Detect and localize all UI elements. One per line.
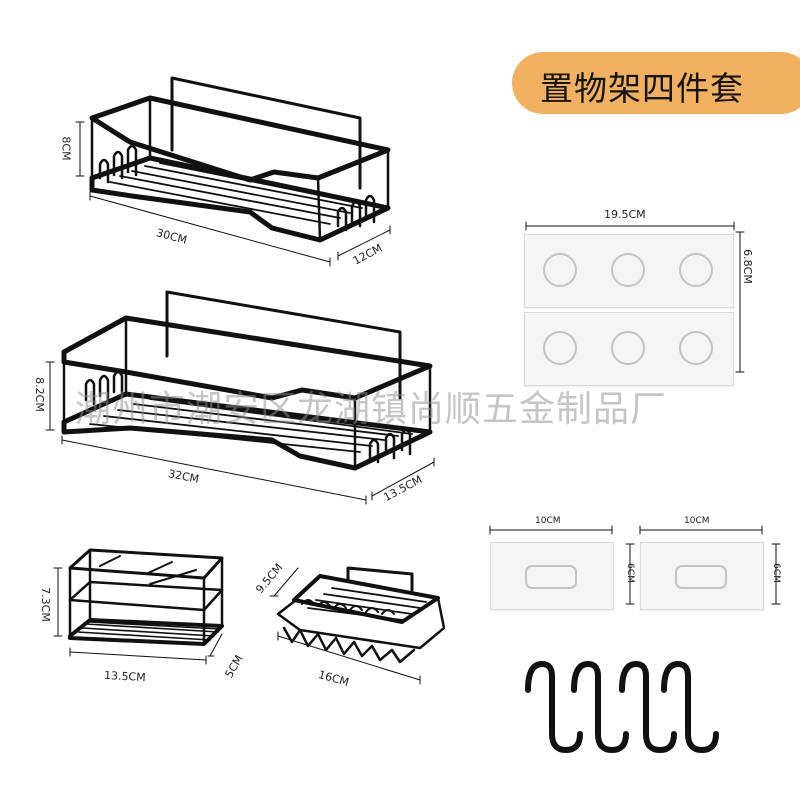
small-pad-right-height-label: 6CM <box>770 563 781 583</box>
title-badge <box>512 52 800 114</box>
watermark: 潮州市潮安区龙湖镇尚顺五金制品厂 <box>75 389 668 430</box>
shelf-rack-xl <box>61 290 433 471</box>
storage-caddy <box>68 548 224 646</box>
adhesive-pad-large-bottom <box>524 312 734 386</box>
soap-dish <box>276 566 446 664</box>
product-title: 置物架四件套 <box>540 69 744 108</box>
small-pad-left-width-label: 10CM <box>535 516 561 526</box>
caddy-length-label: 13.5CM <box>103 668 146 685</box>
shelf-rack-large <box>89 76 391 243</box>
adhesive-pad-large-top <box>524 234 734 308</box>
rack-large-height-label: 8CM <box>59 136 73 161</box>
adhesive-pad-small-left <box>490 542 614 610</box>
large-pad-width-label: 19.5CM <box>604 208 646 221</box>
small-pad-right-width-label: 10CM <box>684 516 710 526</box>
large-pad-height-label: 6.8CM <box>740 249 754 284</box>
s-hooks <box>525 661 719 753</box>
caddy-height-label: 7.3CM <box>38 587 52 622</box>
adhesive-pad-small-right <box>640 542 764 610</box>
dimension-lines <box>45 121 781 685</box>
rack-xl-height-label: 8.2CM <box>32 377 46 412</box>
small-pad-left-height-label: 6CM <box>624 563 635 583</box>
